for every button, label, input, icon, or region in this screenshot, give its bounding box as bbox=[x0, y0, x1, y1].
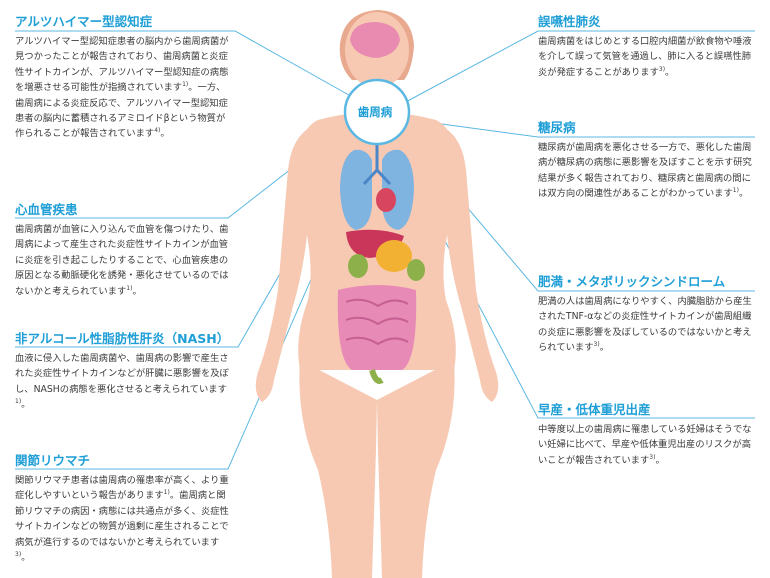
title-nash: 非アルコール性脂肪性肝炎（NASH） bbox=[15, 331, 230, 346]
block-diabetes: 糖尿病 糖尿病が歯周病を悪化させる一方で、悪化した歯周病が糖尿病の病態に悪影響を… bbox=[538, 120, 754, 202]
ref-marker: 4) bbox=[154, 127, 161, 135]
block-nash: 非アルコール性脂肪性肝炎（NASH） 血液に侵入した歯周病菌や、歯周病の影響で産… bbox=[15, 331, 233, 413]
ref-marker: 3) bbox=[649, 453, 656, 461]
block-cardio: 心血管疾患 歯周病菌が血管に入り込んで血管を傷つけたり、歯周病によって産生された… bbox=[15, 202, 233, 299]
heart-icon bbox=[376, 188, 396, 212]
text-alzheimer: アルツハイマー型認知症患者の脳内から歯周病菌が見つかったことが報告されており、歯… bbox=[15, 36, 229, 140]
ref-marker: 1) bbox=[182, 81, 189, 89]
ref-marker: 3) bbox=[658, 65, 666, 73]
text-nash: 血液に侵入した歯周病菌や、歯周病の影響で産生された炎症性サイトカインなどが肝臓に… bbox=[15, 353, 229, 411]
ref-marker: 3) bbox=[593, 341, 600, 349]
ref-marker: 3) bbox=[15, 550, 22, 558]
hub-circle bbox=[343, 78, 411, 146]
block-rheuma: 関節リウマチ 関節リウマチ患者は歯周病の罹患率が高く、より重症化しやすいという報… bbox=[15, 453, 233, 565]
title-metabolic: 肥満・メタボリックシンドローム bbox=[538, 274, 726, 289]
hub-label: 歯周病 bbox=[357, 105, 393, 119]
ref-marker: 1) bbox=[163, 489, 170, 497]
brain-icon bbox=[350, 22, 400, 58]
block-metabolic: 肥満・メタボリックシンドローム 肥満の人は歯周病になりやすく、内臓脂肪から産生さ… bbox=[538, 274, 754, 356]
text-diabetes: 糖尿病が歯周病を悪化させる一方で、悪化した歯周病が糖尿病の病態に悪影響を及ぼすこ… bbox=[538, 142, 752, 200]
intestines-icon bbox=[337, 285, 417, 384]
connector-alzheimer bbox=[15, 30, 373, 109]
title-preterm: 早産・低体重児出産 bbox=[538, 402, 651, 417]
title-alzheimer: アルツハイマー型認知症 bbox=[15, 14, 153, 29]
text-cardio: 歯周病菌が血管に入り込んで血管を傷つけたり、歯周病によって産生された炎症性サイト… bbox=[15, 224, 229, 297]
ref-marker: 1) bbox=[126, 284, 133, 292]
ref-marker: 1) bbox=[15, 398, 22, 406]
ref-marker: 1) bbox=[732, 187, 739, 195]
block-alzheimer: アルツハイマー型認知症 アルツハイマー型認知症患者の脳内から歯周病菌が見つかった… bbox=[15, 14, 233, 142]
title-rheuma: 関節リウマチ bbox=[15, 453, 91, 468]
kidney-icon bbox=[348, 254, 368, 278]
connector-lines bbox=[15, 30, 755, 470]
text-preterm: 中等度以上の歯周病に罹患している妊婦はそうでない妊婦に比べて、早産や低体重児出産… bbox=[538, 424, 752, 466]
text-rheuma: 関節リウマチ患者は歯周病の罹患率が高く、より重症化しやすいという報告があります1… bbox=[15, 475, 229, 564]
text-metabolic: 肥満の人は歯周病になりやすく、内臓脂肪から産生されたTNF-αなどの炎症性サイト… bbox=[538, 296, 752, 354]
connector-pneumonia bbox=[401, 30, 755, 105]
title-diabetes: 糖尿病 bbox=[538, 120, 576, 135]
block-preterm: 早産・低体重児出産 中等度以上の歯周病に罹患している妊婦はそうでない妊婦に比べて… bbox=[538, 402, 754, 468]
title-pneumonia: 誤嚥性肺炎 bbox=[538, 14, 601, 29]
text-pneumonia: 歯周病菌をはじめとする口腔内細菌が飲食物や唾液を介して誤って気管を通過し、肺に入… bbox=[538, 36, 752, 78]
block-pneumonia: 誤嚥性肺炎 歯周病菌をはじめとする口腔内細菌が飲食物や唾液を介して誤って気管を通… bbox=[538, 14, 754, 80]
title-cardio: 心血管疾患 bbox=[15, 202, 78, 217]
stomach-icon bbox=[376, 240, 412, 272]
connector-diabetes bbox=[411, 119, 755, 138]
